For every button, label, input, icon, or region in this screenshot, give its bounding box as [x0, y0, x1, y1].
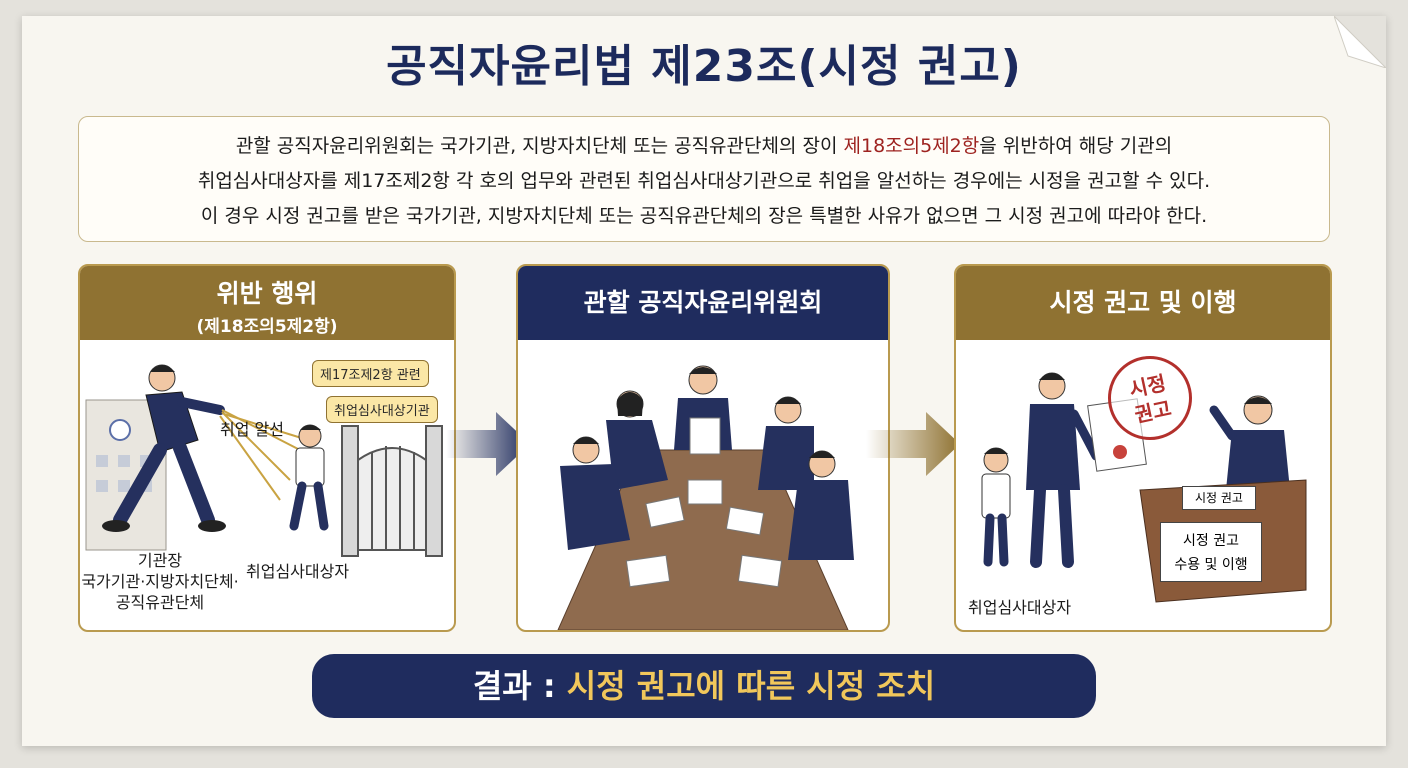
panel-compliance-title: 시정 권고 및 이행: [1049, 288, 1237, 317]
committee-meeting-illustration: [557, 365, 854, 630]
desk-sign: 시정 권고 수용 및 이행: [1160, 522, 1262, 582]
job-seeker-figure: [981, 447, 1011, 567]
screening-target-label: 취업심사대상자: [246, 562, 350, 581]
committee-member-figures: [560, 365, 854, 560]
highlighted-article: 제18조의5제2항: [843, 135, 980, 157]
description-line-3: 이 경우 시정 권고를 받은 국가기관, 지방자치단체 또는 공직유관단체의 장…: [200, 205, 1208, 227]
panel-committee-title: 관할 공직자윤리위원회: [583, 288, 823, 317]
agency-head-figure: [102, 364, 226, 532]
page-title: 공직자윤리법 제23조(시정 권고): [386, 41, 1022, 92]
desk-nameplate: 시정 권고: [1182, 486, 1256, 510]
screening-target-label: 취업심사대상자: [968, 598, 1072, 617]
desk-official-figure: [1209, 395, 1290, 490]
panel-compliance-header: 시정 권고 및 이행: [956, 266, 1330, 340]
violation-illustration: [85, 364, 443, 557]
result-prefix: 결과 :: [472, 667, 567, 705]
panel-compliance: 시정 권고 및 이행 취업심사대상자: [954, 264, 1332, 632]
flow-arrow-right-icon: [446, 412, 530, 476]
related-clause-tag: 제17조제2항 관련: [312, 360, 429, 387]
job-placement-label: 취업 알선: [220, 420, 284, 439]
description-line-1: 관할 공직자윤리위원회는 국가기관, 지방자치단체 또는 공직유관단체의 장이 …: [235, 135, 1173, 157]
rope-lines: [219, 409, 309, 501]
description-line-2: 취업심사대상자를 제17조제2항 각 호의 업무와 관련된 취업심사대상기관으로…: [197, 170, 1211, 192]
official-handing-document-figure: [1026, 372, 1101, 568]
page-curl-icon: [1334, 16, 1386, 68]
panel-violation-subtitle: (제18조의5제2항): [196, 317, 338, 337]
panel-violation: 위반 행위 (제18조의5제2항): [78, 264, 456, 632]
panel-violation-header: 위반 행위 (제18조의5제2항): [80, 266, 454, 340]
result-banner: 결과 : 시정 권고에 따른 시정 조치: [312, 654, 1096, 718]
agency-head-label: 기관장 국가기관·지방자치단체· 공직유관단체: [81, 551, 239, 612]
document-sheets: [625, 479, 783, 588]
panel-violation-title: 위반 행위: [216, 279, 318, 308]
target-institution-tag: 취업심사대상기관: [326, 396, 438, 423]
institution-gate-icon: [341, 425, 443, 557]
law-description: 관할 공직자윤리위원회는 국가기관, 지방자치단체 또는 공직유관단체의 장이 …: [78, 116, 1330, 242]
panel-committee-header: 관할 공직자윤리위원회: [518, 266, 888, 340]
flow-arrow-right-icon: [866, 412, 960, 476]
panel-committee: 관할 공직자윤리위원회: [516, 264, 890, 632]
result-emphasis: 시정 권고에 따른 시정 조치: [566, 667, 936, 705]
job-seeker-figure: [289, 424, 329, 531]
